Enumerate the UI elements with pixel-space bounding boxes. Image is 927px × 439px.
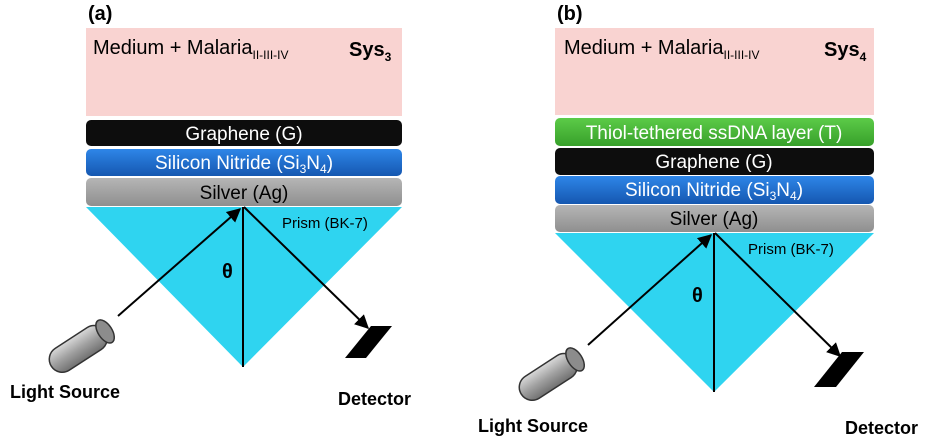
panel-b-si3n4-layer xyxy=(555,176,874,204)
panel-b-si3n4-label: Silicon Nitride (Si3N4) xyxy=(625,180,803,203)
panel-a-si3n4-layer xyxy=(86,149,402,176)
panel-a-silver-label: Silver (Ag) xyxy=(200,183,289,204)
panel-b-medium-label: Medium + MalariaII-III-IV xyxy=(564,37,760,62)
panel-b-reflected-ray xyxy=(714,232,841,357)
panel-b-incident-ray xyxy=(587,234,713,346)
panel-a-graphene-layer xyxy=(86,120,402,146)
panel-a-graphene-label: Graphene (G) xyxy=(185,124,302,145)
panel-b-silver-label: Silver (Ag) xyxy=(670,209,759,230)
panel-a-detector-label: Detector xyxy=(338,389,411,409)
panel-b-graphene-layer xyxy=(555,148,874,175)
panel-b-detector-label: Detector xyxy=(845,418,918,438)
panel-a-medium-label: Medium + MalariaII-III-IV xyxy=(93,37,289,62)
panel-a-incident-ray xyxy=(117,208,242,317)
panel-b-light-source-label: Light Source xyxy=(478,416,588,436)
panel-b-detector-icon xyxy=(814,352,864,387)
panel-a-prism-label: Prism (BK-7) xyxy=(282,215,368,232)
panel-b-silver-layer xyxy=(555,205,874,232)
panel-a-light-source-label: Light Source xyxy=(10,382,120,402)
panel-a: (a) Medium + MalariaII-III-IV Sys3 Graph… xyxy=(10,3,411,409)
panel-a-theta-label: θ xyxy=(222,261,233,283)
panel-a-light-source-icon xyxy=(48,319,116,373)
panel-b-thiol-layer xyxy=(555,118,874,146)
panel-b-graphene-label: Graphene (G) xyxy=(655,152,772,173)
panel-b-light-source-icon xyxy=(518,347,586,401)
panel-a-medium-layer xyxy=(86,28,402,116)
panel-a-reflected-ray xyxy=(243,206,370,329)
panel-a-detector-icon xyxy=(345,326,392,358)
panel-b-system-label: Sys4 xyxy=(824,39,867,64)
panel-b: (b) Medium + MalariaII-III-IV Sys4 Thiol… xyxy=(478,3,918,438)
panel-a-system-label: Sys3 xyxy=(349,39,392,64)
panel-b-label: (b) xyxy=(557,3,583,25)
panel-a-si3n4-label: Silicon Nitride (Si3N4) xyxy=(155,153,333,176)
panel-a-silver-layer xyxy=(86,178,402,206)
panel-b-medium-layer xyxy=(555,28,874,115)
panel-b-prism-label: Prism (BK-7) xyxy=(748,241,834,258)
panel-b-thiol-label: Thiol-tethered ssDNA layer (T) xyxy=(586,123,843,144)
panel-b-theta-label: θ xyxy=(692,285,703,307)
panel-a-label: (a) xyxy=(88,3,112,25)
